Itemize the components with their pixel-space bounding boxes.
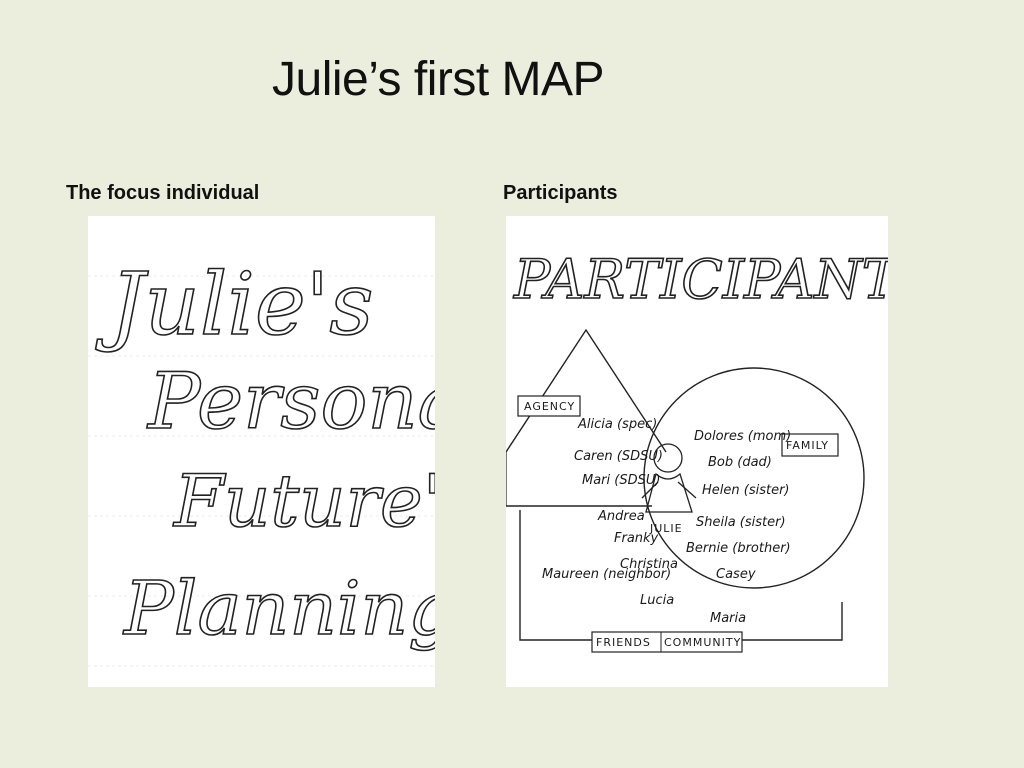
community-label: COMMUNITY: [664, 636, 741, 649]
drawing-line-personal: Personal: [146, 357, 435, 447]
friends-label: FRIENDS: [596, 636, 651, 649]
family-label: FAMILY: [786, 439, 829, 452]
julie-figure: [641, 443, 697, 513]
agency-label: AGENCY: [524, 400, 575, 413]
family-name: Casey: [716, 567, 756, 582]
friend-name: Maureen (neighbor): [542, 567, 671, 582]
family-name: Bernie (brother): [686, 541, 791, 556]
family-name: Sheila (sister): [696, 515, 786, 530]
participants-drawing: PARTICIPANTS JULIE AGENCY FAMILY FRIENDS…: [506, 216, 888, 687]
agency-name: Mari (SDSU): [582, 473, 660, 488]
drawing-line-julies: Julie's: [95, 255, 374, 355]
friend-name: Lucia: [640, 593, 674, 608]
agency-name: Andrea: [597, 509, 645, 524]
agency-triangle: [506, 328, 667, 453]
participants-map: PARTICIPANTS JULIE AGENCY FAMILY FRIENDS…: [506, 247, 888, 653]
julie-label: JULIE: [649, 522, 683, 535]
family-circle: [643, 367, 865, 589]
drawing-line-planning: Planning: [122, 566, 435, 652]
participants-drawing-title: PARTICIPANTS: [513, 248, 888, 311]
focus-individual-drawing: Julie's Personal Future's Planning: [88, 216, 435, 687]
family-name: Dolores (mom): [694, 429, 791, 444]
drawing-line-futures: Future's: [172, 459, 435, 543]
family-label-box: [781, 433, 839, 457]
slide-title: Julie’s first MAP: [272, 53, 605, 106]
friends-community-label-box: [591, 631, 743, 653]
agency-name: Alicia (spec): [577, 417, 657, 432]
agency-name: Caren (SDSU): [574, 449, 663, 464]
family-name: Bob (dad): [708, 455, 772, 470]
agency-label-box: [517, 395, 581, 417]
focus-individual-heading: The focus individual: [66, 182, 260, 204]
friend-name: Franky: [614, 531, 659, 546]
planning-sketch: Julie's Personal Future's Planning: [88, 254, 435, 667]
participants-heading: Participants: [503, 182, 618, 204]
family-name: Helen (sister): [702, 483, 790, 498]
friend-name: Christina: [620, 557, 678, 572]
friend-name: Maria: [710, 611, 746, 626]
